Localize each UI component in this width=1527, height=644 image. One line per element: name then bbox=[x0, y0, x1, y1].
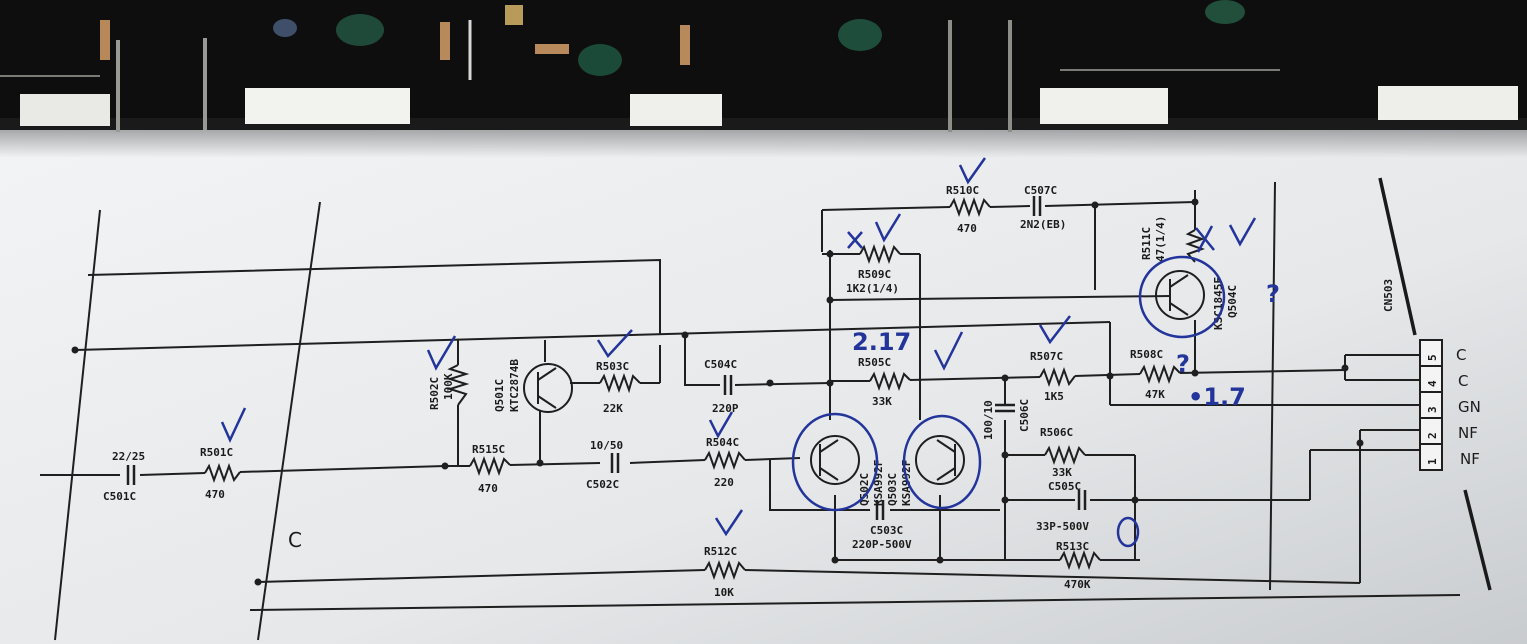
c507-value: 2N2(EB) bbox=[1020, 218, 1066, 231]
r509-ref: R509C bbox=[858, 268, 891, 281]
r513-ref: R513C bbox=[1056, 540, 1089, 553]
r510-ref: R510C bbox=[946, 184, 979, 197]
pin-3: 3 bbox=[1426, 406, 1439, 413]
handwritten-question: ? bbox=[1266, 280, 1280, 308]
r507-ref: R507C bbox=[1030, 350, 1063, 363]
r501-value: 470 bbox=[205, 488, 225, 501]
q501-ref: Q501C bbox=[493, 379, 506, 412]
pin-4: 4 bbox=[1426, 380, 1439, 387]
pin-label-5: C bbox=[1456, 346, 1466, 364]
c505-value: 33P-500V bbox=[1036, 520, 1089, 533]
check-mark bbox=[596, 329, 633, 359]
section-letter: C bbox=[288, 528, 302, 552]
check-mark bbox=[958, 157, 987, 185]
r503-ref: R503C bbox=[596, 360, 629, 373]
pcb-board bbox=[0, 0, 1527, 132]
q504-ref: Q504C bbox=[1226, 285, 1239, 318]
c501-value: 22/25 bbox=[112, 450, 145, 463]
r505-ref: R505C bbox=[858, 356, 891, 369]
check-mark bbox=[1228, 217, 1257, 247]
c503-value: 220P-500V bbox=[852, 538, 912, 551]
r506-ref: R506C bbox=[1040, 426, 1073, 439]
r515-ref: R515C bbox=[472, 443, 505, 456]
q501-value: KTC2874B bbox=[508, 359, 521, 412]
c502-value: 10/50 bbox=[590, 439, 623, 452]
connector-pins: 5 4 3 2 1 C C GN NF NF bbox=[1426, 346, 1481, 468]
check-mark bbox=[426, 335, 457, 371]
circle-mark bbox=[791, 412, 879, 512]
pin-label-4: C bbox=[1458, 372, 1468, 390]
capacitor-symbols bbox=[126, 196, 1087, 520]
q503-value: KSA992F bbox=[900, 460, 913, 506]
schematic-wires bbox=[40, 177, 1492, 641]
q503-ref: Q503C bbox=[886, 473, 899, 506]
r510-value: 470 bbox=[957, 222, 977, 235]
r513-value: 470K bbox=[1064, 578, 1091, 591]
r511-value: 47(1/4) bbox=[1154, 216, 1167, 262]
c501-ref: C501C bbox=[103, 490, 136, 503]
c506-ref: C506C bbox=[1018, 399, 1031, 432]
r511-ref: R511C bbox=[1140, 227, 1153, 260]
c506-value: 100/10 bbox=[982, 400, 995, 440]
c502-ref: C502C bbox=[586, 478, 619, 491]
pin-label-1: NF bbox=[1460, 450, 1480, 468]
pin-1: 1 bbox=[1426, 458, 1439, 465]
r505-value: 33K bbox=[872, 395, 892, 408]
handwritten-annotations: 2.17 •1.7 ? ? bbox=[220, 157, 1280, 548]
resistor-symbols bbox=[204, 197, 1205, 580]
r508-ref: R508C bbox=[1130, 348, 1163, 361]
r507-value: 1K5 bbox=[1044, 390, 1064, 403]
pin-label-3: GN bbox=[1458, 398, 1481, 416]
transistor-symbols bbox=[523, 270, 1205, 485]
r508-value: 47K bbox=[1145, 388, 1165, 401]
check-mark bbox=[933, 331, 964, 371]
c504-value: 220P bbox=[712, 402, 739, 415]
handwritten-1-7: •1.7 bbox=[1188, 383, 1246, 411]
r515-value: 470 bbox=[478, 482, 498, 495]
check-mark bbox=[714, 509, 744, 537]
c505-ref: C505C bbox=[1048, 480, 1081, 493]
c503-ref: C503C bbox=[870, 524, 903, 537]
c507-ref: C507C bbox=[1024, 184, 1057, 197]
check-mark bbox=[1038, 315, 1071, 345]
r501-ref: R501C bbox=[200, 446, 233, 459]
r504-value: 220 bbox=[714, 476, 734, 489]
r502-value: 100K bbox=[442, 373, 455, 400]
handwritten-2-17: 2.17 bbox=[852, 328, 911, 356]
handwritten-question: ? bbox=[1176, 350, 1190, 378]
c504-ref: C504C bbox=[704, 358, 737, 371]
circle-mark bbox=[902, 414, 982, 510]
r512-ref: R512C bbox=[704, 545, 737, 558]
q502-ref: Q502C bbox=[858, 473, 871, 506]
r502-ref: R502C bbox=[428, 377, 441, 410]
junction-dots bbox=[71, 198, 1364, 586]
circle-mark bbox=[1138, 255, 1226, 339]
pin-2: 2 bbox=[1426, 432, 1439, 439]
cn503-ref: CN503 bbox=[1382, 279, 1395, 312]
check-mark bbox=[708, 411, 734, 439]
pin-label-2: NF bbox=[1458, 424, 1478, 442]
connector-cn503 bbox=[1419, 339, 1443, 471]
check-mark bbox=[220, 407, 247, 444]
r503-value: 22K bbox=[603, 402, 623, 415]
r506-value: 33K bbox=[1052, 466, 1072, 479]
r504-ref: R504C bbox=[706, 436, 739, 449]
check-mark bbox=[874, 213, 902, 243]
r509-value: 1K2(1/4) bbox=[846, 282, 899, 295]
r512-value: 10K bbox=[714, 586, 734, 599]
q504-value: KSC1845F bbox=[1212, 277, 1225, 330]
component-labels: 22/25 C501C R501C 470 R502C 100K Q501C K… bbox=[103, 184, 1395, 599]
paper-background bbox=[0, 120, 1527, 644]
pin-5: 5 bbox=[1426, 354, 1439, 361]
